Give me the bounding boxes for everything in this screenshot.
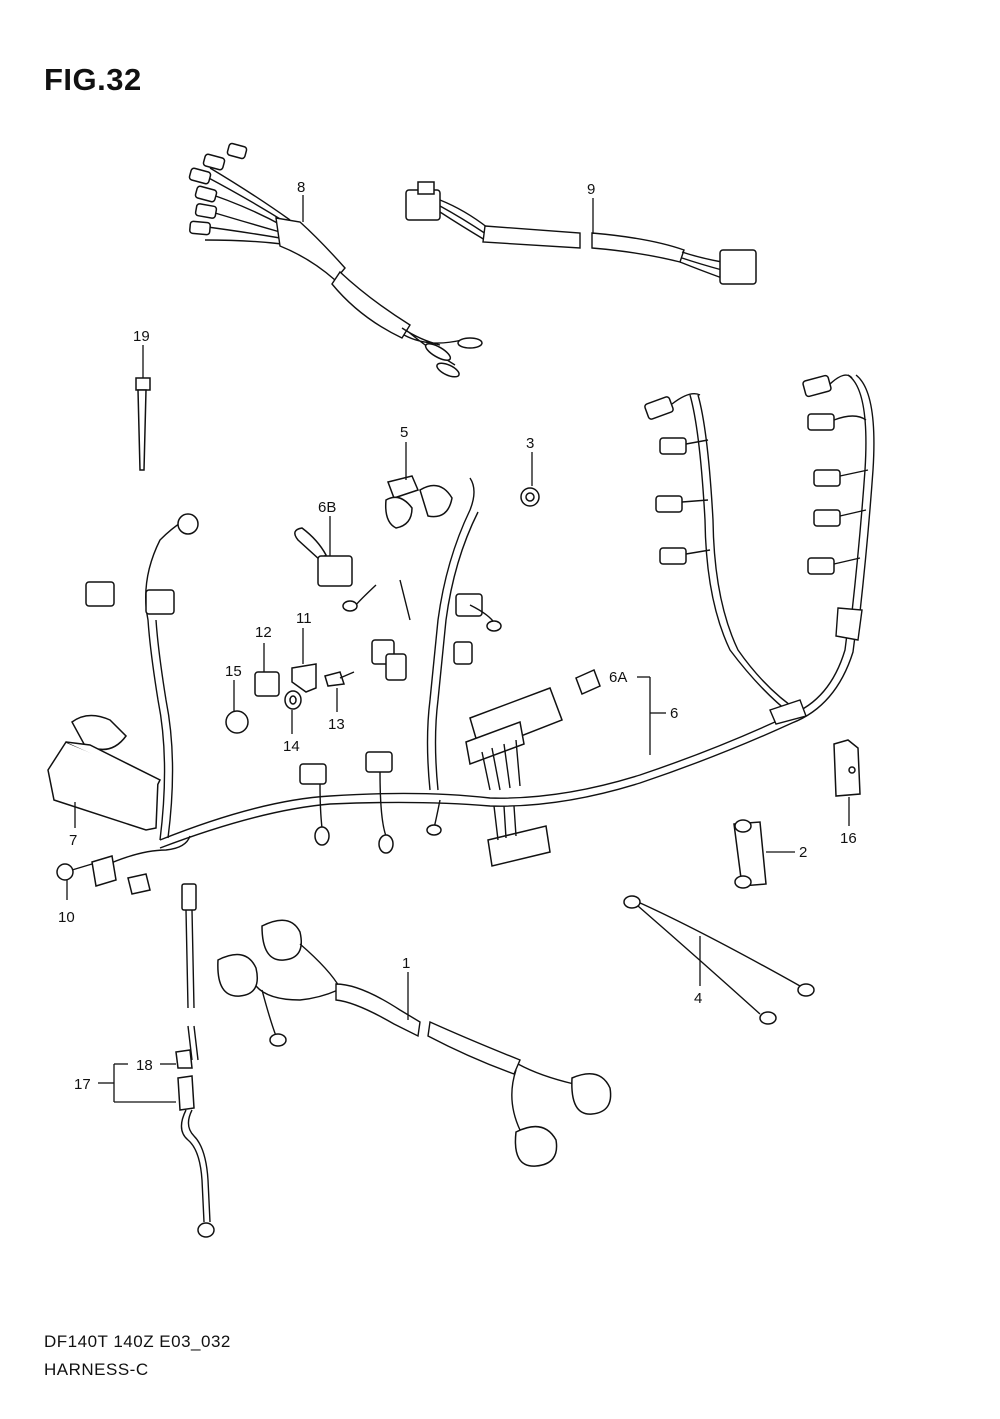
- callout-14: 14: [283, 738, 300, 755]
- callout-15: 15: [225, 663, 242, 680]
- figure-code: DF140T 140Z E03_032: [44, 1332, 231, 1351]
- part-6b-relay: 6B: [294, 499, 353, 587]
- callout-7: 7: [69, 832, 77, 849]
- callout-11: 11: [296, 610, 312, 627]
- callout-3: 3: [526, 435, 534, 452]
- callout-1: 1: [402, 955, 410, 972]
- part-2-strap: 2: [733, 819, 807, 889]
- part-19-cable-tie: 19: [133, 328, 151, 471]
- callout-18: 18: [136, 1057, 153, 1074]
- part-5-cap: 5: [384, 424, 420, 529]
- part-9-harness: 9: [405, 181, 757, 285]
- small-parts: 11 12 15 13 14: [225, 610, 355, 755]
- callout-6b: 6B: [318, 499, 336, 516]
- part-6-main-harness: 6A 6: [71, 374, 875, 895]
- callout-6a: 6A: [609, 669, 627, 686]
- callout-12: 12: [255, 624, 272, 641]
- callout-8: 8: [297, 179, 305, 196]
- callout-19: 19: [133, 328, 150, 345]
- part-4-ground-cable: 4: [623, 895, 815, 1025]
- part-16-bracket: 16: [833, 739, 861, 847]
- callout-17: 17: [74, 1076, 91, 1093]
- part-8-harness: 8: [188, 142, 483, 378]
- callout-10: 10: [58, 909, 75, 926]
- figure-name: HARNESS-C: [44, 1360, 149, 1379]
- callout-5: 5: [400, 424, 408, 441]
- callout-6: 6: [670, 705, 678, 722]
- part-7-module: 7: [47, 741, 162, 849]
- part-1-harness: 1: [217, 919, 612, 1167]
- part-3-nut: 3: [520, 435, 540, 507]
- callout-13: 13: [328, 716, 345, 733]
- part-17-lead: 18 17: [74, 883, 215, 1238]
- callout-9: 9: [587, 181, 595, 198]
- callout-2: 2: [799, 844, 807, 861]
- callout-4: 4: [694, 990, 702, 1007]
- figure-title: FIG.32: [44, 62, 142, 97]
- callout-16: 16: [840, 830, 857, 847]
- part-10-screw: 10: [56, 863, 93, 926]
